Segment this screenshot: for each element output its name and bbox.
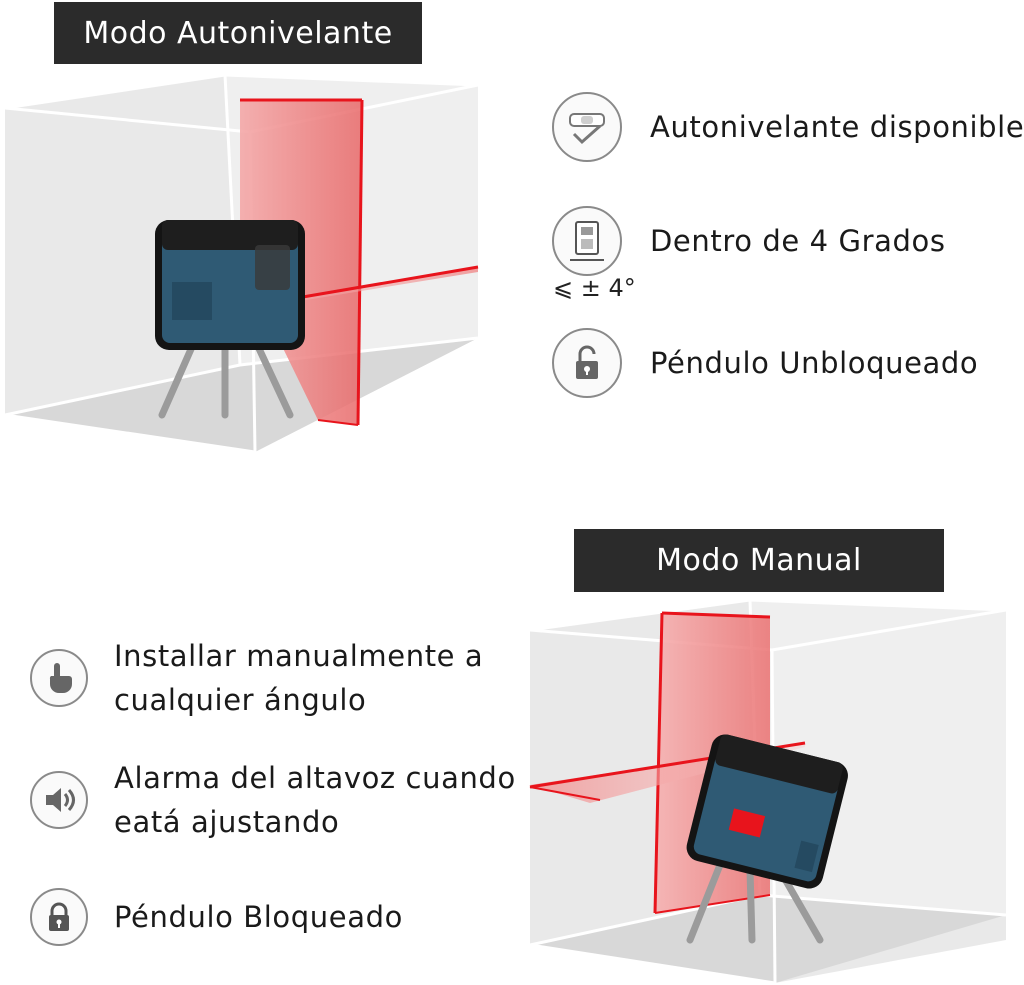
laser-level-device bbox=[155, 220, 305, 350]
feature-manual-angle: Installar manualmente a cualquier ángulo bbox=[30, 634, 483, 722]
feature-within-degrees: Dentro de 4 Grados bbox=[552, 206, 946, 276]
auto-mode-illustration bbox=[4, 73, 479, 454]
unlocked-padlock-icon bbox=[552, 328, 622, 398]
feature-text-line: eatá ajustando bbox=[114, 805, 340, 839]
tilt-range-note: ⩽ ± 4° bbox=[553, 274, 636, 302]
feature-text: Dentro de 4 Grados bbox=[650, 224, 946, 258]
speaker-icon bbox=[30, 771, 88, 829]
level-check-icon bbox=[552, 92, 622, 162]
feature-text-line: Installar manualmente a bbox=[114, 639, 484, 673]
feature-text-line: cualquier ángulo bbox=[114, 683, 367, 717]
feature-pendulum-unlocked: Péndulo Unbloqueado bbox=[552, 328, 978, 398]
feature-text: Péndulo Unbloqueado bbox=[650, 346, 979, 380]
pointing-hand-icon bbox=[30, 649, 88, 707]
locked-padlock-icon bbox=[30, 888, 88, 946]
feature-text-line: Alarma del altavoz cuando bbox=[114, 761, 516, 795]
feature-text: Autonivelante disponible bbox=[650, 110, 1024, 144]
pendulum-icon bbox=[552, 206, 622, 276]
laser-level-device bbox=[686, 734, 848, 889]
manual-mode-title: Modo Manual bbox=[656, 543, 862, 578]
feature-text: Péndulo Bloqueado bbox=[114, 900, 403, 934]
feature-self-leveling: Autonivelante disponible bbox=[552, 92, 1024, 162]
manual-mode-illustration bbox=[529, 598, 1007, 985]
feature-speaker-alarm: Alarma del altavoz cuando eatá ajustando bbox=[30, 756, 516, 844]
feature-text: Installar manualmente a cualquier ángulo bbox=[114, 634, 483, 722]
manual-mode-banner: Modo Manual bbox=[574, 529, 944, 592]
feature-text: Alarma del altavoz cuando eatá ajustando bbox=[114, 756, 516, 844]
auto-mode-banner: Modo Autonivelante bbox=[54, 2, 422, 64]
feature-pendulum-locked: Péndulo Bloqueado bbox=[30, 888, 403, 946]
auto-mode-title: Modo Autonivelante bbox=[83, 15, 393, 51]
